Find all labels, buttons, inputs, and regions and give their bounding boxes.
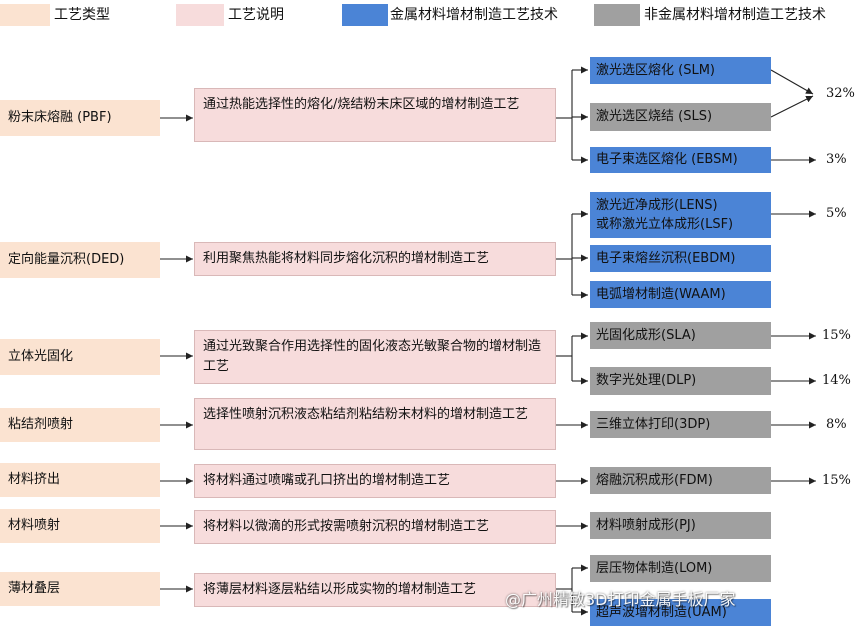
legend-swatch-process-type xyxy=(0,4,50,26)
legend-label-process-desc: 工艺说明 xyxy=(228,7,284,23)
legend-swatch-process-desc xyxy=(176,4,224,26)
process-type-label: 材料喷射 xyxy=(8,518,61,533)
tech-label: 电子束熔丝沉积(EBDM) xyxy=(596,250,736,266)
share-sla: 15% xyxy=(822,328,851,343)
process-desc-vat: 通过光致聚合作用选择性的固化液态光敏聚合物的增材制造工艺 xyxy=(194,330,556,384)
process-desc-text: 通过光致聚合作用选择性的固化液态光敏聚合物的增材制造工艺 xyxy=(203,339,542,374)
process-type-label: 薄材叠层 xyxy=(8,581,61,596)
process-desc-text: 将薄层材料逐层粘结以形成实物的增材制造工艺 xyxy=(203,582,477,597)
tech-label: 数字光处理(DLP) xyxy=(596,373,697,388)
process-type-label: 定向能量沉积(DED) xyxy=(8,252,125,267)
tech-label: 激光近净成形(LENS) xyxy=(596,198,718,213)
share-pbf-laser: 32% xyxy=(826,86,855,101)
tech-label: 电弧增材制造(WAAM) xyxy=(596,286,726,302)
tech-uam: 超声波增材制造(UAM) xyxy=(590,599,771,626)
tech-label-alt: 或称激光立体成形(LSF) xyxy=(596,217,734,232)
tech-label: 光固化成形(SLA) xyxy=(596,327,696,343)
arrow-sls-share xyxy=(770,95,814,118)
tech-waam: 电弧增材制造(WAAM) xyxy=(590,281,771,308)
tech-ebdm: 电子束熔丝沉积(EBDM) xyxy=(590,245,771,272)
share-pbf-ebsm: 3% xyxy=(826,152,847,167)
process-type-vat: 立体光固化 xyxy=(0,339,160,375)
tech-label: 材料喷射成形(PJ) xyxy=(596,517,696,533)
process-desc-ded: 利用聚焦热能将材料同步熔化沉积的增材制造工艺 xyxy=(194,242,556,276)
process-type-label: 立体光固化 xyxy=(8,349,74,364)
process-type-lamination: 薄材叠层 xyxy=(0,572,160,606)
legend-label-process-type: 工艺类型 xyxy=(54,7,110,23)
legend-swatch-nonmetal xyxy=(594,4,640,26)
process-desc-jetting: 将材料以微滴的形式按需喷射沉积的增材制造工艺 xyxy=(194,510,556,544)
tech-dlp: 数字光处理(DLP) xyxy=(590,367,771,395)
process-desc-text: 通过热能选择性的熔化/烧结粉末床区域的增材制造工艺 xyxy=(203,97,520,112)
process-type-binder: 粘结剂喷射 xyxy=(0,408,160,442)
watermark-text: @广州精敏3D打印金属手板厂家 xyxy=(505,590,736,609)
process-desc-text: 选择性喷射沉积液态粘结剂粘结粉末材料的增材制造工艺 xyxy=(203,407,529,422)
process-desc-lamination: 将薄层材料逐层粘结以形成实物的增材制造工艺 xyxy=(194,573,556,607)
process-desc-text: 将材料以微滴的形式按需喷射沉积的增材制造工艺 xyxy=(203,519,490,534)
share-dlp: 14% xyxy=(822,373,851,388)
process-type-pbf: 粉末床熔融 (PBF) xyxy=(0,100,160,136)
tech-label: 层压物体制造(LOM) xyxy=(596,560,713,576)
tech-label: 激光选区烧结 (SLS) xyxy=(596,109,713,124)
tech-slm: 激光选区熔化 (SLM) xyxy=(590,57,771,84)
process-desc-pbf: 通过热能选择性的熔化/烧结粉末床区域的增材制造工艺 xyxy=(194,88,556,142)
tech-label: 激光选区熔化 (SLM) xyxy=(596,62,715,78)
share-3dp: 8% xyxy=(826,417,847,432)
process-type-ded: 定向能量沉积(DED) xyxy=(0,242,160,278)
share-fdm: 15% xyxy=(822,473,851,488)
tech-label: 超声波增材制造(UAM) xyxy=(596,604,727,620)
process-type-label: 粉末床熔融 (PBF) xyxy=(8,110,112,125)
tech-label: 熔融沉积成形(FDM) xyxy=(596,472,713,488)
process-desc-text: 利用聚焦热能将材料同步熔化沉积的增材制造工艺 xyxy=(203,251,490,266)
process-desc-binder: 选择性喷射沉积液态粘结剂粘结粉末材料的增材制造工艺 xyxy=(194,398,556,450)
tech-ebsm: 电子束选区熔化 (EBSM) xyxy=(590,147,771,173)
tech-label: 电子束选区熔化 (EBSM) xyxy=(596,152,738,167)
process-desc-extrusion: 将材料通过喷嘴或孔口挤出的增材制造工艺 xyxy=(194,464,556,498)
tech-3dp: 三维立体打印(3DP) xyxy=(590,411,771,438)
process-desc-text: 将材料通过喷嘴或孔口挤出的增材制造工艺 xyxy=(203,473,451,488)
tech-fdm: 熔融沉积成形(FDM) xyxy=(590,467,771,494)
process-type-label: 粘结剂喷射 xyxy=(8,417,74,432)
legend-label-nonmetal: 非金属材料增材制造工艺技术 xyxy=(644,7,826,23)
legend-swatch-metal xyxy=(342,4,388,26)
tech-label: 三维立体打印(3DP) xyxy=(596,416,711,432)
tech-lens: 激光近净成形(LENS) 或称激光立体成形(LSF) xyxy=(590,192,771,238)
arrow-slm-share xyxy=(770,69,814,95)
tech-sls: 激光选区烧结 (SLS) xyxy=(590,103,771,131)
process-type-jetting: 材料喷射 xyxy=(0,509,160,543)
tech-sla: 光固化成形(SLA) xyxy=(590,322,771,349)
tech-pj: 材料喷射成形(PJ) xyxy=(590,512,771,539)
share-ded-lens: 5% xyxy=(826,206,847,221)
legend-label-metal: 金属材料增材制造工艺技术 xyxy=(390,7,558,23)
tech-lom: 层压物体制造(LOM) xyxy=(590,555,771,582)
process-type-extrusion: 材料挤出 xyxy=(0,463,160,497)
process-type-label: 材料挤出 xyxy=(8,472,61,487)
